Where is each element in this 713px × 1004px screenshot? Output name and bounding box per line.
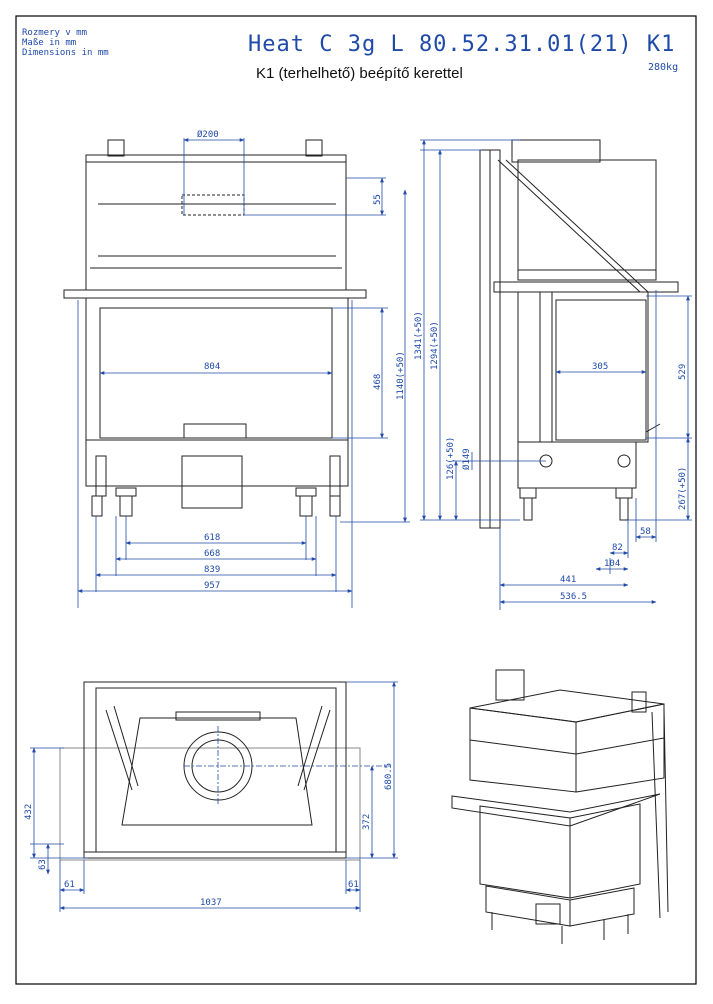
front-dimensions — [77, 138, 410, 608]
dim-width-957: 957 — [204, 581, 220, 591]
dim-side-height-total: 1341(+50) — [414, 311, 424, 360]
side-view — [479, 139, 679, 529]
iso-side-upper — [575, 703, 665, 793]
side-base — [517, 441, 637, 489]
dim-width-618: 618 — [204, 533, 220, 543]
dim-flue-diameter: Ø200 — [197, 129, 219, 140]
front-upper-body — [85, 154, 347, 291]
dim-top-depth-680: 680.5 — [384, 763, 394, 790]
dim-top-edge-left: 61 — [64, 880, 75, 890]
front-handle-right — [305, 139, 323, 157]
dim-top-depth-432: 432 — [24, 804, 34, 820]
dim-side-opening-height: 529 — [678, 364, 688, 380]
front-base — [85, 439, 349, 487]
dim-side-air-diameter: Ø149 — [461, 448, 472, 470]
dim-top-edge-right: 61 — [348, 880, 359, 890]
dim-front-base-height: 1140(+50) — [396, 351, 406, 400]
front-grate — [183, 423, 247, 439]
top-dimensions — [30, 681, 398, 912]
dim-top-depth-372: 372 — [362, 814, 372, 830]
iso-front-upper — [469, 707, 577, 793]
dim-side-depth-58: 58 — [640, 527, 651, 537]
top-firebox — [121, 717, 313, 826]
dim-side-opening-width: 305 — [592, 362, 608, 372]
dim-side-air-height: 126(+50) — [446, 437, 456, 480]
side-glass-body — [517, 291, 649, 443]
front-frame-plate — [63, 289, 367, 299]
side-glass-opening — [555, 299, 647, 441]
dim-width-839: 839 — [204, 565, 220, 575]
iso-base-front — [485, 885, 571, 927]
isometric-view — [451, 669, 669, 944]
dim-flue-offset: 55 — [373, 194, 383, 205]
front-dimension-labels: Ø200 55 804 468 1140(+50) 618 668 839 95… — [197, 129, 406, 591]
dim-side-depth-536: 536.5 — [560, 592, 587, 602]
top-view — [59, 681, 361, 861]
iso-glass-side — [569, 803, 641, 899]
sheet-border — [15, 15, 697, 985]
iso-frame-plate — [451, 793, 661, 827]
dim-top-depth-63: 63 — [38, 859, 48, 870]
iso-glass-front — [479, 805, 571, 899]
units-label-en: Dimensions in mm — [22, 48, 109, 58]
dim-side-depth-441: 441 — [560, 575, 576, 585]
dim-front-opening-width: 804 — [204, 362, 220, 372]
front-handle-left — [107, 139, 125, 157]
dim-width-668: 668 — [204, 549, 220, 559]
iso-top-face — [469, 689, 665, 723]
units-label-de: Maße in mm — [22, 38, 77, 48]
units-label-cz: Rozmery v mm — [22, 28, 88, 38]
model-code: Heat C 3g L 80.52.31.01(21) K1 — [248, 32, 676, 57]
top-frame-plate — [59, 747, 361, 861]
dim-side-height-frame: 1294(+50) — [430, 321, 440, 370]
top-outline — [83, 681, 347, 859]
side-dimensions — [420, 139, 692, 610]
dim-side-depth-82: 82 — [612, 543, 623, 553]
dim-front-opening-height: 468 — [373, 374, 383, 390]
weight-label: 280kg — [648, 62, 679, 73]
front-view — [63, 139, 367, 517]
top-dimension-labels: 432 63 680.5 372 61 61 1037 — [24, 763, 394, 908]
dim-side-depth-104: 104 — [604, 559, 620, 569]
dim-top-width-total: 1037 — [200, 898, 222, 908]
front-ashbox — [181, 455, 243, 509]
side-upper-body — [517, 159, 657, 281]
drawing-subtitle: K1 (terhelhető) beépítő kerettel — [256, 65, 463, 82]
dim-side-base-height: 267(+50) — [678, 467, 688, 510]
flue-collar — [181, 194, 245, 216]
side-dimension-labels: 1341(+50) 1294(+50) 126(+50) Ø149 305 52… — [414, 311, 688, 602]
